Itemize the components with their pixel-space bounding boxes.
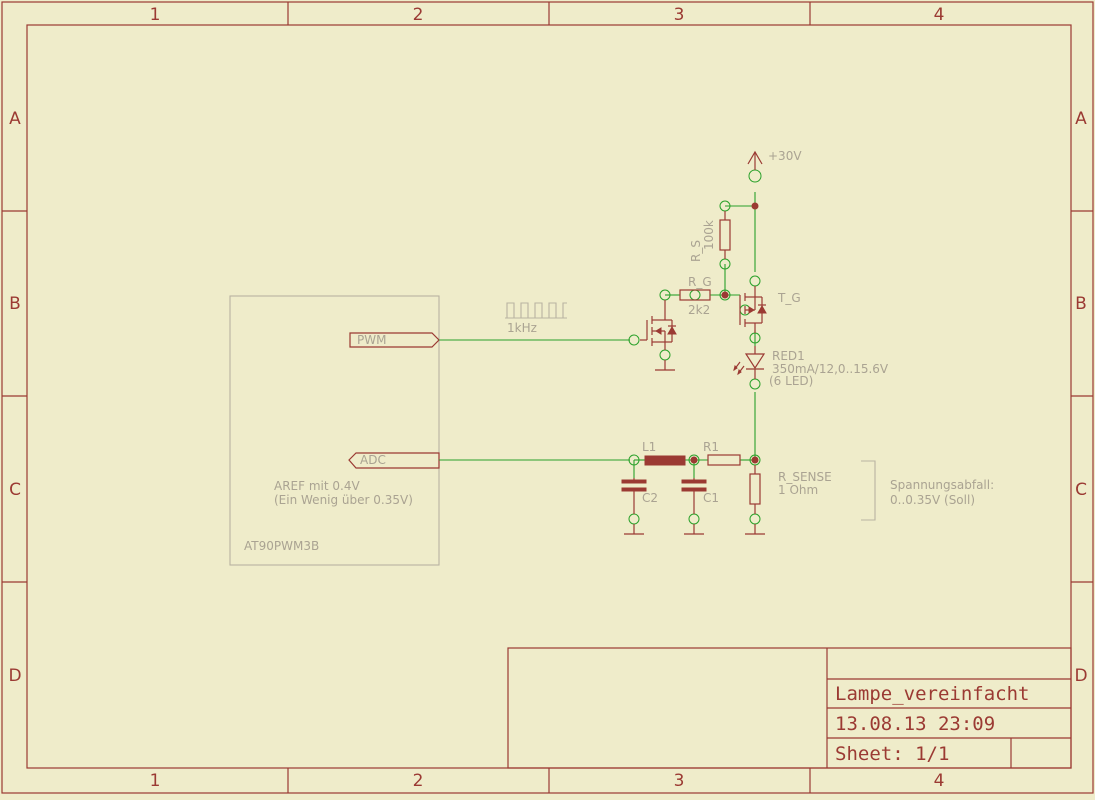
supply-symbol: +30V [747, 149, 802, 170]
rs-name: R_S [689, 240, 703, 262]
pwm-port-label: PWM [357, 333, 386, 347]
title-block: Lampe_vereinfacht 13.08.13 23:09 Sheet: … [507, 647, 1072, 769]
col-1-top: 1 [150, 5, 161, 25]
c1-name: C1 [703, 491, 719, 505]
row-c-right: C [1075, 480, 1087, 500]
row-d-left: D [8, 666, 21, 686]
pwm-waveform-icon: 1kHz [505, 302, 567, 335]
drop-note-line2: 0..0.35V (Soll) [890, 493, 975, 507]
col-3-top: 3 [674, 5, 685, 25]
col-4-bottom: 4 [934, 771, 945, 791]
l1-name: L1 [642, 440, 656, 454]
rsense-name: R_SENSE [778, 470, 832, 484]
col-2-top: 2 [413, 5, 424, 25]
adc-port-label: ADC [360, 453, 386, 467]
capacitor-c2: C2 [621, 478, 658, 535]
sheet-title: Lampe_vereinfacht [835, 683, 1029, 705]
resistor-rs: R_S 100k [689, 211, 731, 262]
aref-note-line2: (Ein Wenig über 0.35V) [274, 493, 413, 507]
supply-label: +30V [768, 149, 802, 163]
junction-dot [690, 456, 698, 464]
inductor-l1: L1 [642, 440, 686, 466]
ground-symbol-mosfet [655, 360, 675, 371]
row-a-left: A [9, 109, 21, 129]
col-2-bottom: 2 [413, 771, 424, 791]
pin-markers [628, 169, 762, 525]
resistor-rg: R_G 2k2 [679, 275, 712, 317]
row-a-right: A [1075, 109, 1087, 129]
col-4-top: 4 [934, 5, 945, 25]
drop-note-line1: Spannungsabfall: [890, 478, 994, 492]
rs-value: 100k [702, 220, 716, 250]
row-b-left: B [9, 294, 21, 314]
column-markers: 1 2 3 4 1 2 3 4 [150, 5, 945, 791]
row-d-right: D [1074, 666, 1087, 686]
row-markers: A B C D A B C D [8, 109, 1087, 686]
led-value: 350mA/12,0..15.6V [772, 362, 889, 376]
row-c-left: C [9, 480, 21, 500]
col-1-bottom: 1 [150, 771, 161, 791]
wires [439, 192, 756, 478]
junction-dot [751, 202, 759, 210]
mosfet-tg: T_G [739, 286, 801, 333]
junction-dot [721, 291, 729, 299]
voltage-drop-annotation: Spannungsabfall: 0..0.35V (Soll) [861, 460, 994, 521]
sheet-date: 13.08.13 23:09 [835, 713, 995, 735]
pwm-frequency: 1kHz [507, 321, 537, 335]
rsense-value: 1 Ohm [778, 483, 818, 497]
mcu-name: AT90PWM3B [244, 539, 319, 553]
led-red1: RED1 350mA/12,0..15.6V (6 LED) [733, 346, 889, 388]
capacitor-c1: C1 [681, 478, 719, 535]
led-name: RED1 [772, 349, 805, 363]
r1-name: R1 [703, 440, 719, 454]
aref-note-line1: AREF mit 0.4V [274, 479, 360, 493]
rg-value: 2k2 [688, 303, 710, 317]
junction-dots [690, 202, 759, 464]
pwm-port [349, 332, 440, 348]
sheet-number: Sheet: 1/1 [835, 743, 949, 765]
tg-name: T_G [777, 291, 801, 305]
row-b-right: B [1075, 294, 1087, 314]
driver-mosfet [640, 300, 677, 350]
resistor-rsense: R_SENSE 1 Ohm [745, 465, 832, 535]
rg-name: R_G [688, 275, 712, 289]
junction-dot [751, 456, 759, 464]
c2-name: C2 [642, 491, 658, 505]
resistor-r1: R1 [703, 440, 741, 466]
col-3-bottom: 3 [674, 771, 685, 791]
mcu-block: PWM ADC AREF mit 0.4V (Ein Wenig über 0.… [229, 295, 440, 566]
led-note: (6 LED) [769, 374, 813, 388]
